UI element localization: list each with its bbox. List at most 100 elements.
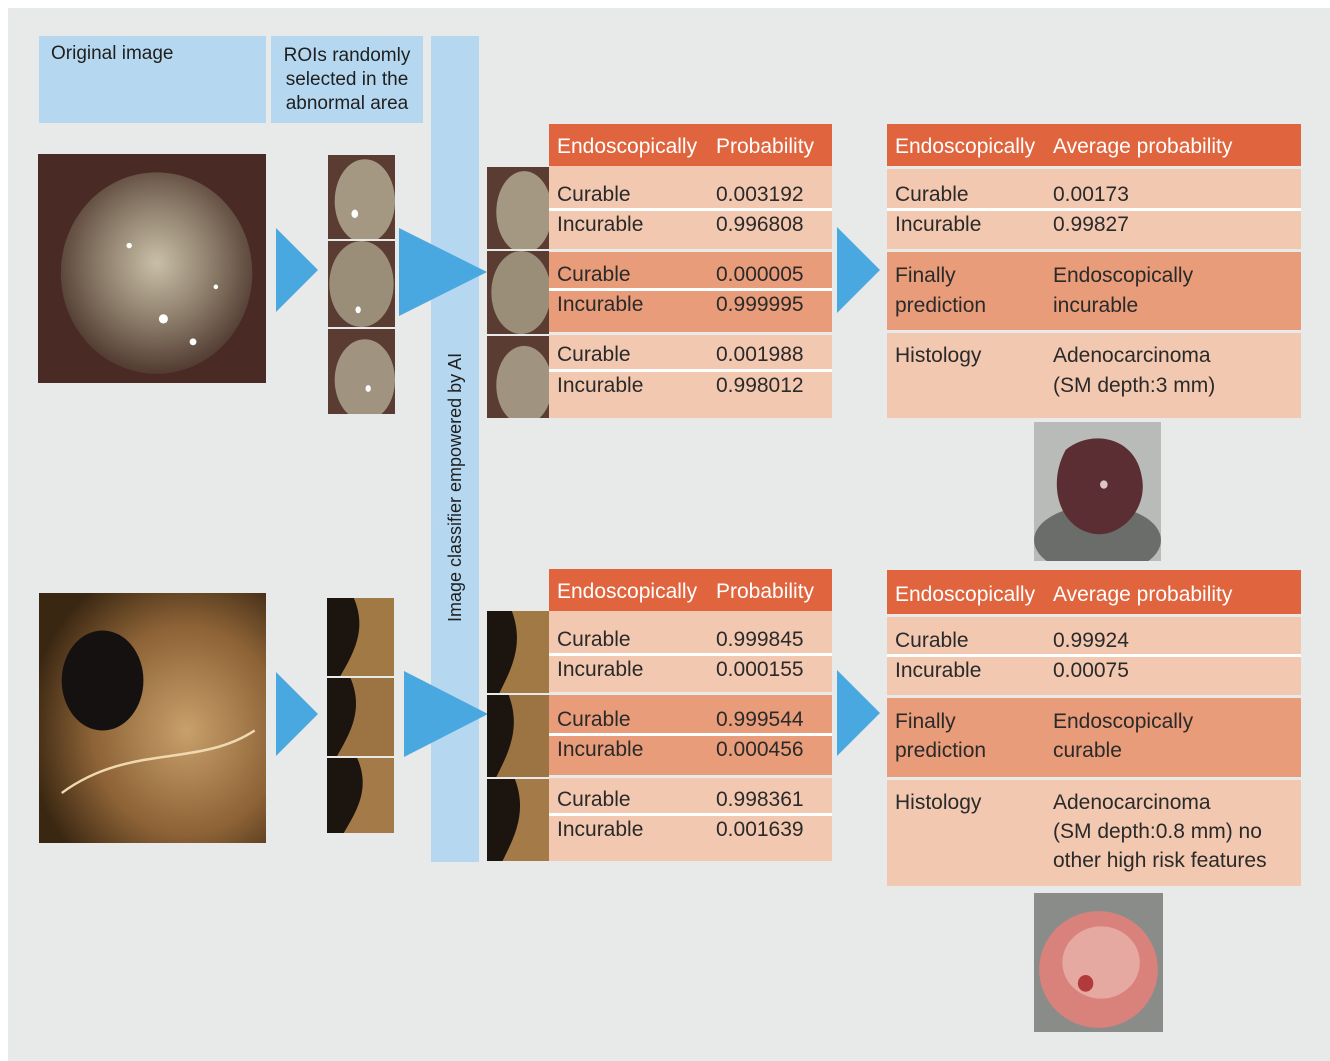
- row-value: 0.00173: [1053, 183, 1129, 207]
- case-2-arrow-3: [837, 670, 880, 756]
- prediction-label-line: prediction: [895, 736, 986, 765]
- row-label: Curable: [557, 788, 631, 812]
- row-label: Curable: [557, 263, 631, 287]
- row-divider: [887, 208, 1301, 211]
- row-value: 0.000456: [716, 738, 804, 762]
- prediction-value-line: curable: [1053, 736, 1193, 765]
- prediction-row: Finally prediction Endoscopically incura…: [887, 252, 1301, 330]
- row-label: Curable: [557, 628, 631, 652]
- case-2-arrow-1: [276, 672, 318, 756]
- table-header: Endoscopically Probability: [549, 569, 832, 611]
- average-group: Curable 0.00173 Incurable 0.99827: [887, 169, 1301, 249]
- case-2-roi-strip-3: [487, 779, 549, 861]
- classifier-label: Image classifier empowered by AI: [445, 353, 466, 622]
- histology-value: Adenocarcinoma (SM depth:3 mm): [1053, 341, 1215, 401]
- case-1-arrow-1: [276, 228, 318, 312]
- row-label: Curable: [557, 708, 631, 732]
- case-1-roi-1: [328, 155, 395, 239]
- case-1-roi-strip-1: [487, 167, 549, 249]
- case-1-roi-table: Endoscopically Probability Curable 0.003…: [549, 124, 832, 418]
- row-value: 0.999995: [716, 293, 804, 317]
- row-value: 0.001988: [716, 343, 804, 367]
- row-label: Incurable: [895, 659, 981, 683]
- case-2-roi-strip-1: [487, 611, 549, 693]
- row-label: Curable: [895, 629, 969, 653]
- case-1-original-image: [38, 154, 266, 383]
- case-2-arrow-2: [404, 671, 488, 757]
- rois-header-line-2: selected in the: [271, 68, 423, 92]
- rois-header-line-3: abnormal area: [271, 92, 423, 116]
- row-value: 0.99924: [1053, 629, 1129, 653]
- row-value: 0.996808: [716, 213, 804, 237]
- row-value: 0.99827: [1053, 213, 1129, 237]
- table-header: Endoscopically Average probability: [887, 570, 1301, 614]
- row-label: Incurable: [557, 738, 643, 762]
- header-col1: Endoscopically: [895, 583, 1035, 607]
- roi-1-group: Curable 0.999845 Incurable 0.000155: [549, 611, 832, 692]
- prediction-label: Finally prediction: [895, 261, 986, 321]
- case-2-roi-strip-2: [487, 695, 549, 777]
- header-col2: Average probability: [1053, 135, 1232, 159]
- header-col2: Probability: [716, 135, 814, 159]
- row-divider: [549, 208, 832, 211]
- case-1-arrow-2: [399, 228, 487, 316]
- case-2-roi-1: [327, 598, 394, 676]
- roi-1-group: Curable 0.003192 Incurable 0.996808: [549, 166, 832, 249]
- histology-value: Adenocarcinoma (SM depth:0.8 mm) no othe…: [1053, 788, 1267, 875]
- row-label: Curable: [895, 183, 969, 207]
- prediction-label-line: Finally: [895, 261, 986, 291]
- row-divider: [549, 653, 832, 656]
- roi-2-group: Curable 0.000005 Incurable 0.999995: [549, 252, 832, 332]
- histology-value-line: (SM depth:3 mm): [1053, 371, 1215, 401]
- case-1-summary-table: Endoscopically Average probability Curab…: [887, 124, 1301, 418]
- average-group: Curable 0.99924 Incurable 0.00075: [887, 617, 1301, 695]
- case-2-specimen-image: [1034, 893, 1163, 1032]
- row-label: Incurable: [557, 213, 643, 237]
- histology-value-line: (SM depth:0.8 mm) no: [1053, 817, 1267, 846]
- case-1-arrow-3: [837, 227, 880, 313]
- roi-2-group: Curable 0.999544 Incurable 0.000456: [549, 695, 832, 775]
- row-value: 0.999845: [716, 628, 804, 652]
- histology-label: Histology: [895, 341, 981, 371]
- original-image-header: Original image: [39, 36, 266, 123]
- row-divider: [549, 369, 832, 372]
- row-divider: [549, 288, 832, 291]
- prediction-value: Endoscopically curable: [1053, 707, 1193, 765]
- rois-header: ROIs randomly selected in the abnormal a…: [271, 36, 423, 123]
- case-2-roi-2: [327, 678, 394, 756]
- row-label: Incurable: [557, 658, 643, 682]
- prediction-value-line: Endoscopically: [1053, 261, 1193, 291]
- row-label: Curable: [557, 183, 631, 207]
- prediction-label: Finally prediction: [895, 707, 986, 765]
- histology-label: Histology: [895, 788, 981, 817]
- rois-header-line-1: ROIs randomly: [271, 44, 423, 68]
- case-1-roi-strip-2: [487, 251, 549, 334]
- histology-value-line: other high risk features: [1053, 846, 1267, 875]
- header-col2: Average probability: [1053, 583, 1232, 607]
- case-2-original-image: [39, 593, 266, 843]
- table-header: Endoscopically Average probability: [887, 124, 1301, 166]
- row-value: 0.00075: [1053, 659, 1129, 683]
- case-1-roi-2: [328, 241, 395, 327]
- row-label: Curable: [557, 343, 631, 367]
- case-2-roi-3: [327, 758, 394, 833]
- row-value: 0.998361: [716, 788, 804, 812]
- prediction-value-line: Endoscopically: [1053, 707, 1193, 736]
- prediction-label-line: Finally: [895, 707, 986, 736]
- case-2-summary-table: Endoscopically Average probability Curab…: [887, 570, 1301, 886]
- row-value: 0.998012: [716, 374, 804, 398]
- header-col1: Endoscopically: [895, 135, 1035, 159]
- histology-row: Histology Adenocarcinoma (SM depth:3 mm): [887, 333, 1301, 418]
- case-1-roi-strip-3: [487, 336, 549, 418]
- row-value: 0.003192: [716, 183, 804, 207]
- header-col1: Endoscopically: [557, 580, 697, 604]
- roi-3-group: Curable 0.998361 Incurable 0.001639: [549, 778, 832, 861]
- table-header: Endoscopically Probability: [549, 124, 832, 166]
- row-label: Incurable: [557, 818, 643, 842]
- case-2-roi-table: Endoscopically Probability Curable 0.999…: [549, 569, 832, 861]
- row-label: Incurable: [557, 293, 643, 317]
- roi-3-group: Curable 0.001988 Incurable 0.998012: [549, 335, 832, 418]
- header-col2: Probability: [716, 580, 814, 604]
- case-1-specimen-image: [1034, 422, 1161, 561]
- prediction-value: Endoscopically incurable: [1053, 261, 1193, 321]
